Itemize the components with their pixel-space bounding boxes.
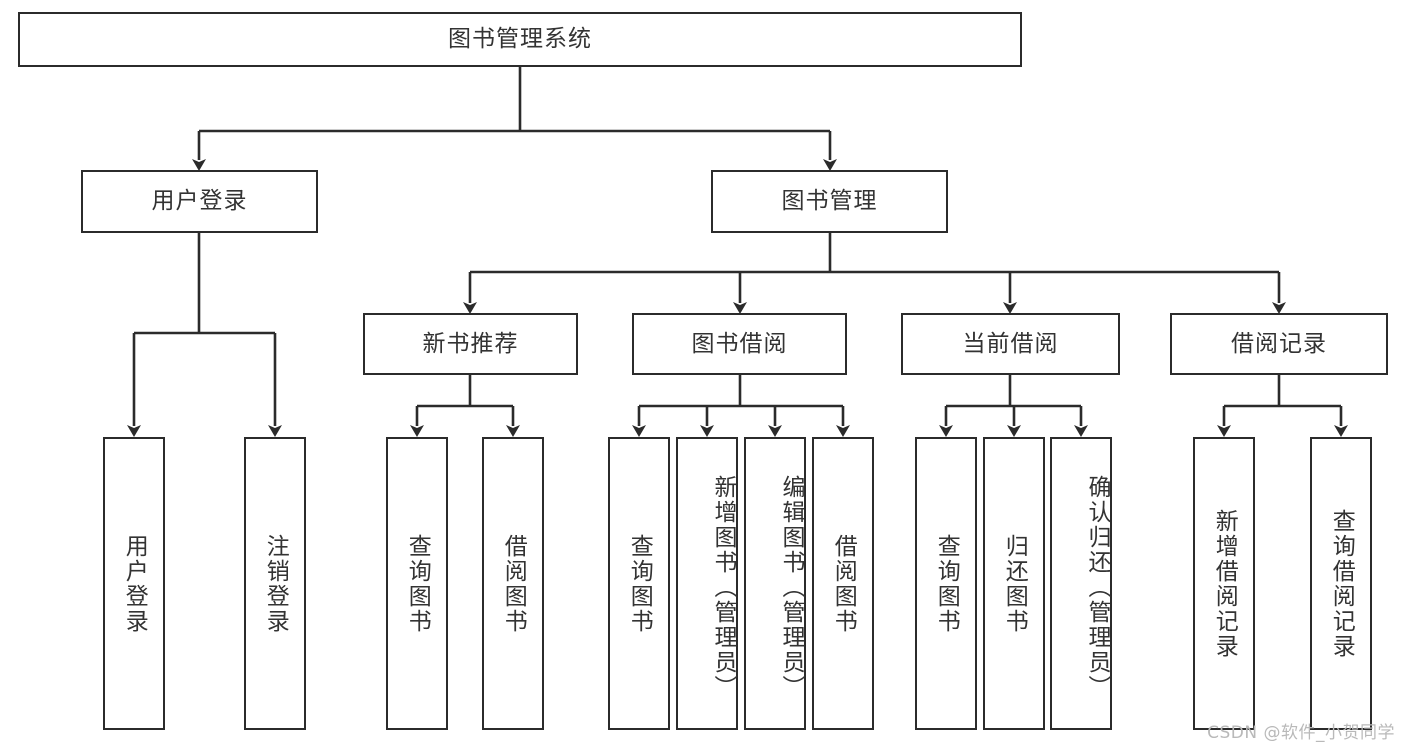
node-label: 借阅记录 [1231, 330, 1327, 357]
node-label: 注销登录 [262, 533, 289, 634]
leaf-new-book-borrow-books[interactable]: 借阅图书 [482, 437, 544, 730]
node-label: 图书管理 [781, 188, 878, 214]
node-label: 图书管理系统 [448, 26, 592, 52]
node-label: 图书借阅 [691, 330, 788, 357]
leaf-user-login-signin[interactable]: 用户登录 [103, 437, 165, 730]
leaf-borrow-edit-book-admin[interactable]: 编辑图书（管理员） [744, 437, 806, 730]
leaf-record-add-borrow-record[interactable]: 新增借阅记录 [1193, 437, 1255, 730]
leaf-current-confirm-return-admin[interactable]: 确认归还（管理员） [1050, 437, 1112, 730]
node-book-borrowing[interactable]: 图书借阅 [632, 313, 847, 375]
leaf-current-query-books[interactable]: 查询图书 [915, 437, 977, 730]
leaf-user-login-signout[interactable]: 注销登录 [244, 437, 306, 730]
node-user-login[interactable]: 用户登录 [81, 170, 318, 233]
node-label: 当前借阅 [962, 330, 1059, 357]
node-new-book-recommendation[interactable]: 新书推荐 [363, 313, 578, 375]
leaf-current-return-books[interactable]: 归还图书 [983, 437, 1045, 730]
watermark: CSDN @软件_小贺同学 [1207, 723, 1395, 743]
node-label: 用户登录 [121, 533, 148, 634]
node-label: 查询图书 [933, 533, 960, 634]
node-label: 新书推荐 [422, 330, 519, 357]
node-label: 查询图书 [626, 533, 653, 634]
node-book-management[interactable]: 图书管理 [711, 170, 948, 233]
leaf-record-query-borrow-record[interactable]: 查询借阅记录 [1310, 437, 1372, 730]
leaf-borrow-borrow-books[interactable]: 借阅图书 [812, 437, 874, 730]
leaf-borrow-add-book-admin[interactable]: 新增图书（管理员） [676, 437, 738, 730]
node-label: 新增图书（管理员） [710, 475, 736, 700]
node-root-book-management-system[interactable]: 图书管理系统 [18, 12, 1022, 67]
node-label: 查询图书 [404, 533, 431, 634]
node-label: 借阅图书 [830, 533, 857, 634]
node-label: 用户登录 [151, 188, 248, 214]
leaf-new-book-query-books[interactable]: 查询图书 [386, 437, 448, 730]
node-current-borrowing[interactable]: 当前借阅 [901, 313, 1120, 375]
node-label: 编辑图书（管理员） [778, 475, 804, 700]
node-borrowing-record[interactable]: 借阅记录 [1170, 313, 1388, 375]
node-label: 归还图书 [1001, 533, 1028, 634]
node-label: 借阅图书 [500, 533, 527, 634]
node-label: 确认归还（管理员） [1084, 475, 1110, 700]
node-label: 新增借阅记录 [1211, 508, 1238, 659]
node-label: 查询借阅记录 [1328, 508, 1355, 659]
leaf-borrow-query-books[interactable]: 查询图书 [608, 437, 670, 730]
